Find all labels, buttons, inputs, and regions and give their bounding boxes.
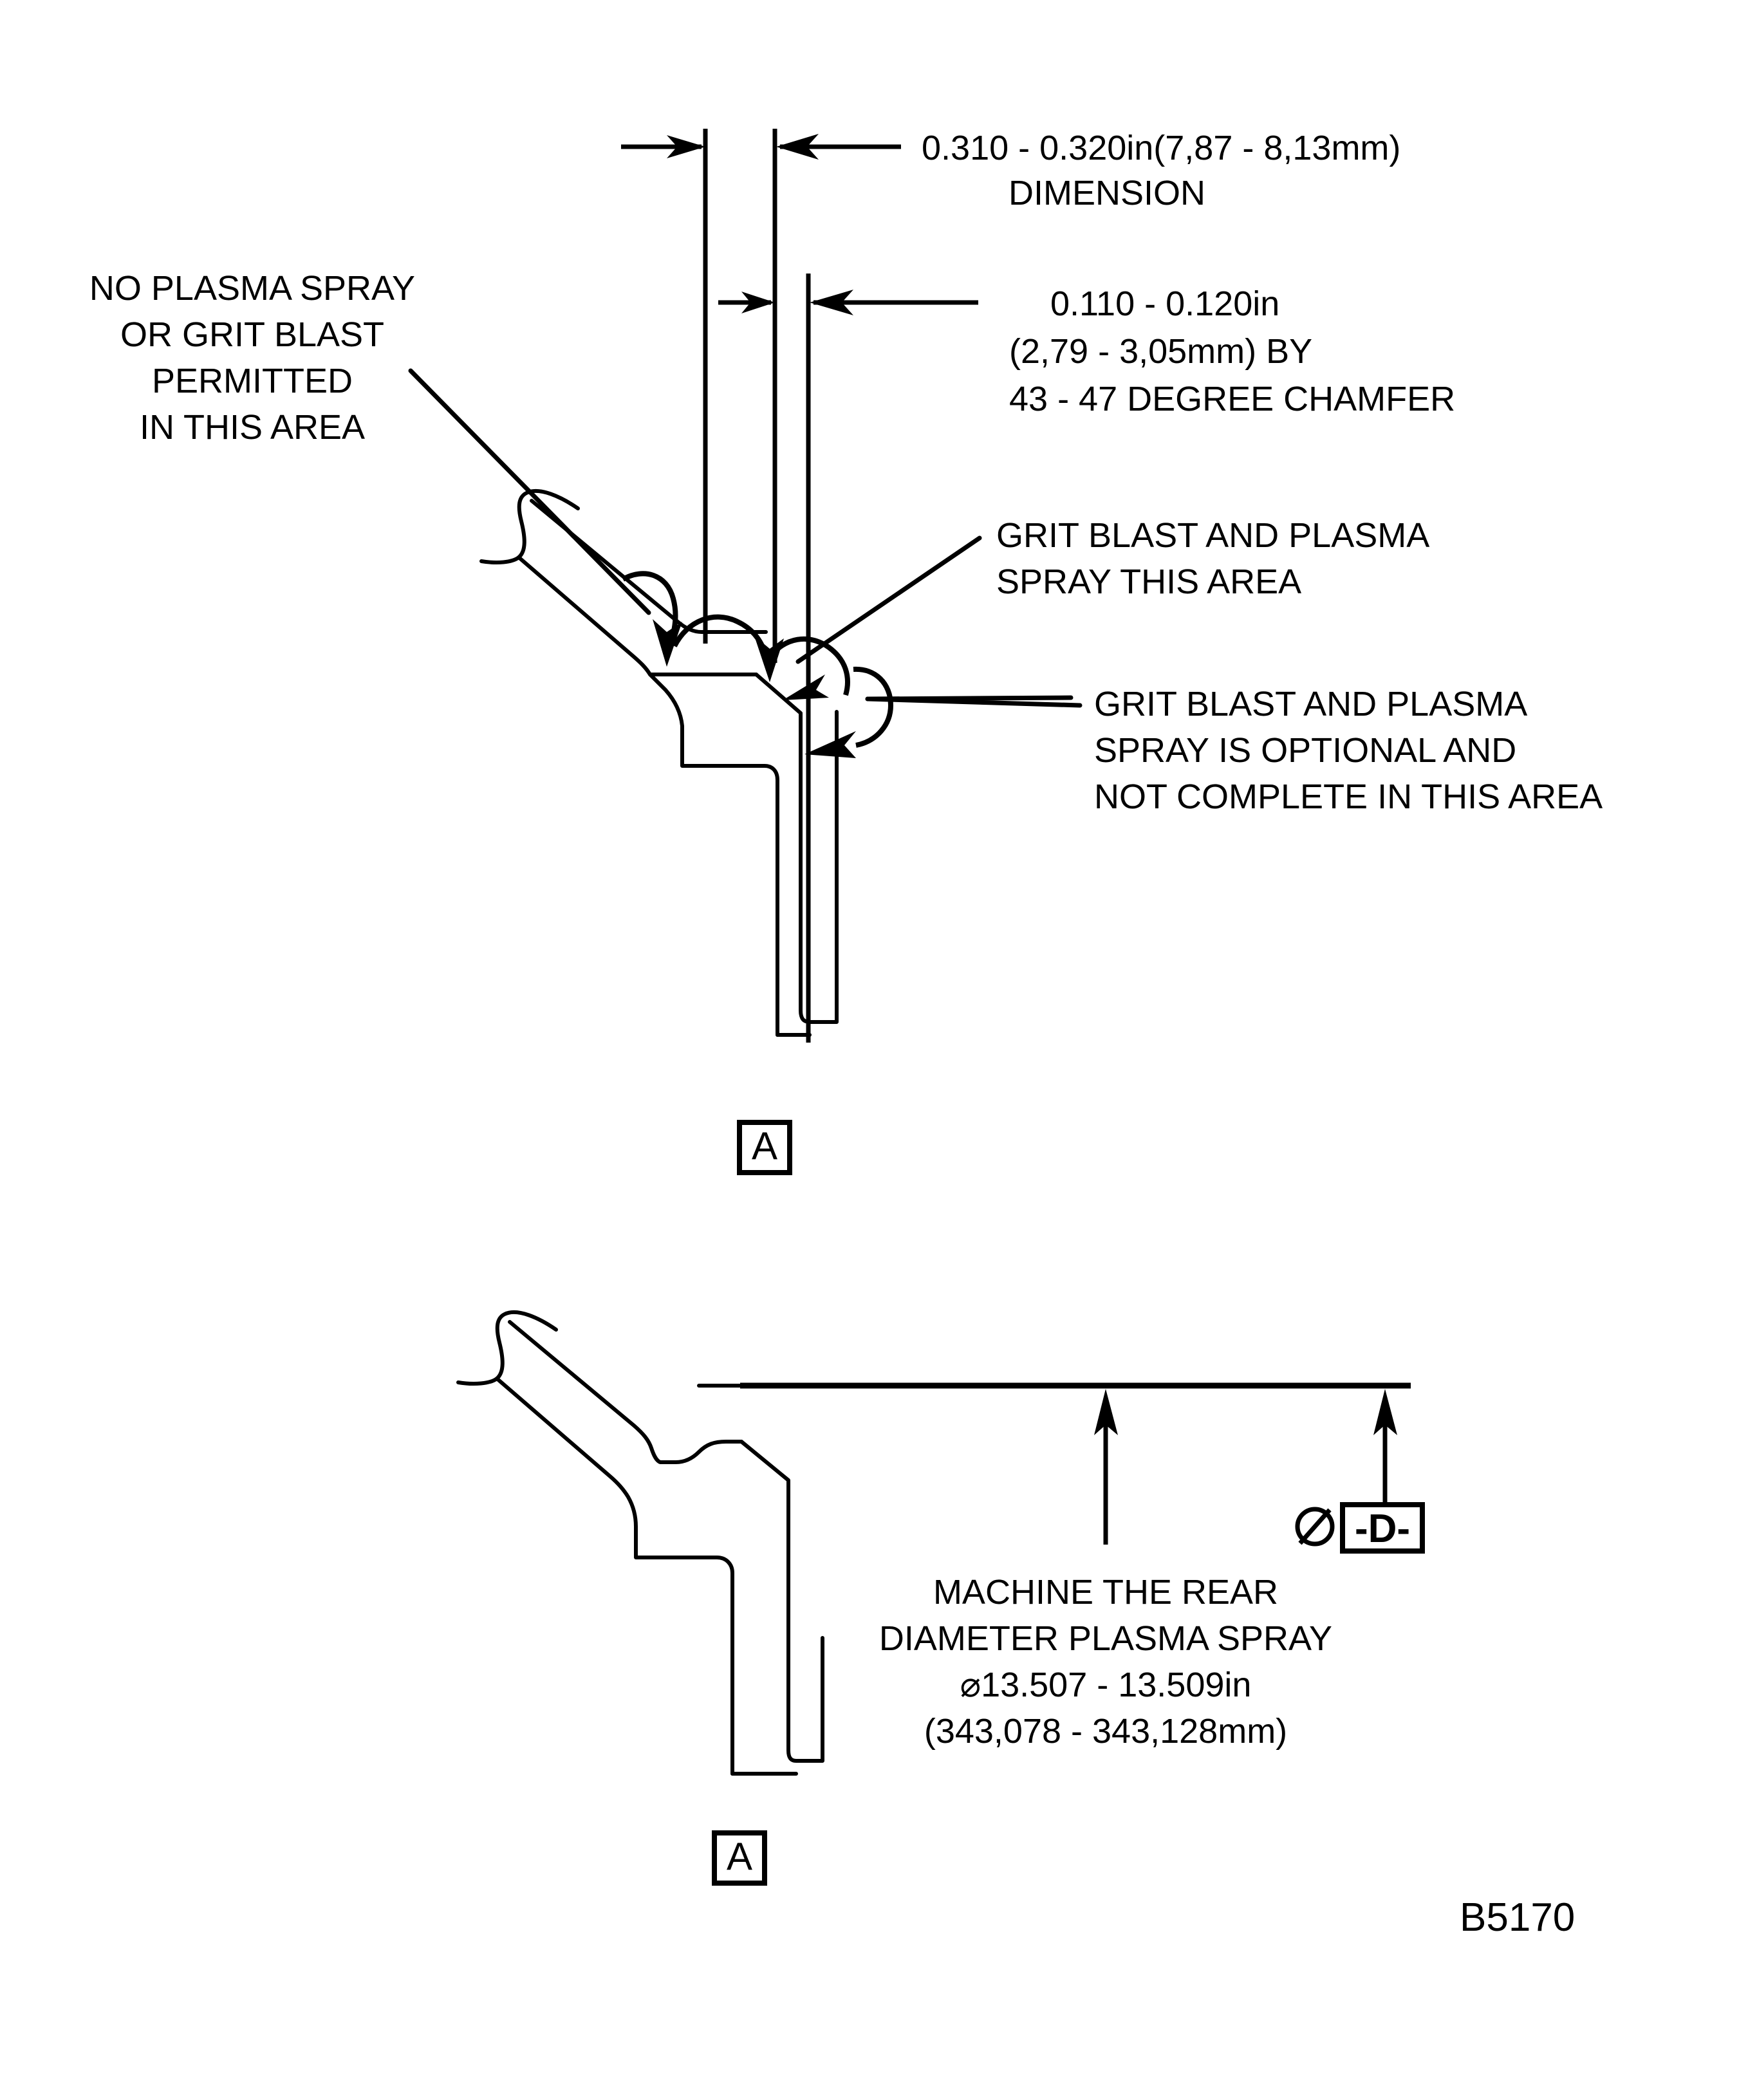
note-no-plasma-line-3: PERMITTED — [152, 362, 353, 400]
datum-reference-label: -D- — [1355, 1507, 1410, 1551]
curved-arrow-2-path — [672, 614, 770, 661]
dim-thickness-line-1: 0.310 - 0.320in(7,87 - 8,13mm) — [922, 129, 1400, 167]
note-machine-rear-line-1: MACHINE THE REAR — [933, 1573, 1278, 1612]
lower-view-group: -D- A — [456, 1310, 1425, 1886]
note-leader-arrowhead-center — [1094, 1389, 1118, 1435]
leader-optional-spray-b — [865, 696, 1083, 708]
diameter-symbol-slash — [1298, 1508, 1332, 1545]
part-upper-surface-lower — [508, 1320, 743, 1464]
note-grit-blast-line-2: SPRAY THIS AREA — [996, 562, 1301, 601]
dim-chamfer-line-3: 43 - 47 DEGREE CHAMFER — [1009, 380, 1455, 418]
note-machine-rear-line-2: DIAMETER PLASMA SPRAY — [879, 1619, 1332, 1658]
note-no-plasma-line-2: OR GRIT BLAST — [120, 315, 384, 354]
upper-view-group: A — [408, 129, 1083, 1175]
dim-thickness-line-2: DIMENSION — [1009, 174, 1205, 212]
note-machine-rear-line-3: ⌀13.507 - 13.509in — [960, 1666, 1252, 1704]
sheet-id-label: B5170 — [1460, 1895, 1575, 1940]
note-no-plasma-line-4: IN THIS AREA — [140, 408, 365, 447]
curved-arrow-4-head — [804, 731, 856, 758]
dim-arrowhead-left-chamfer — [741, 292, 775, 313]
part-body-right-profile — [754, 673, 839, 1024]
diameter-symbol-circle — [1295, 1507, 1335, 1547]
note-optional-line-3: NOT COMPLETE IN THIS AREA — [1094, 777, 1603, 816]
dim-chamfer-line-1: 0.110 - 0.120in — [1050, 284, 1279, 323]
dim-chamfer-line-2: (2,79 - 3,05mm) BY — [1009, 332, 1312, 371]
part-top-hook-upper — [479, 488, 580, 564]
note-machine-rear-line-4: (343,078 - 343,128mm) — [924, 1712, 1287, 1751]
upper-view-text-group: 0.310 - 0.320in(7,87 - 8,13mm) DIMENSION… — [89, 129, 1603, 816]
note-optional-line-2: SPRAY IS OPTIONAL AND — [1094, 731, 1516, 770]
part-body-left-profile-lower — [495, 1377, 734, 1776]
view-label-letter-lower: A — [727, 1835, 752, 1878]
view-label-letter-upper: A — [752, 1124, 777, 1167]
dim-arrowhead-right-chamfer — [810, 290, 853, 315]
curved-arrow-4-path — [853, 666, 894, 748]
part-rim-right-profile — [739, 1440, 824, 1763]
lower-view-text-group: MACHINE THE REAR DIAMETER PLASMA SPRAY ⌀… — [879, 1573, 1332, 1751]
note-no-plasma-line-1: NO PLASMA SPRAY — [89, 269, 415, 308]
view-label-box-lower — [712, 1830, 767, 1886]
part-body-left-profile — [648, 673, 779, 1037]
leader-no-plasma-spray — [408, 368, 651, 615]
datum-leader-arrowhead — [1373, 1389, 1397, 1435]
view-label-box-upper — [737, 1120, 792, 1175]
dim-arrowhead-right-top — [776, 134, 819, 160]
curved-arrow-1-head — [653, 619, 682, 667]
note-grit-blast-line-1: GRIT BLAST AND PLASMA — [996, 516, 1429, 555]
datum-reference-box — [1340, 1502, 1425, 1554]
curved-arrow-3-head — [783, 674, 829, 700]
curved-arrow-3-path — [767, 637, 850, 696]
dim-arrowhead-left-top — [667, 135, 705, 158]
part-top-hook-lower — [456, 1310, 558, 1386]
leader-grit-blast-plasma — [795, 535, 982, 664]
note-optional-line-1: GRIT BLAST AND PLASMA — [1094, 685, 1527, 723]
